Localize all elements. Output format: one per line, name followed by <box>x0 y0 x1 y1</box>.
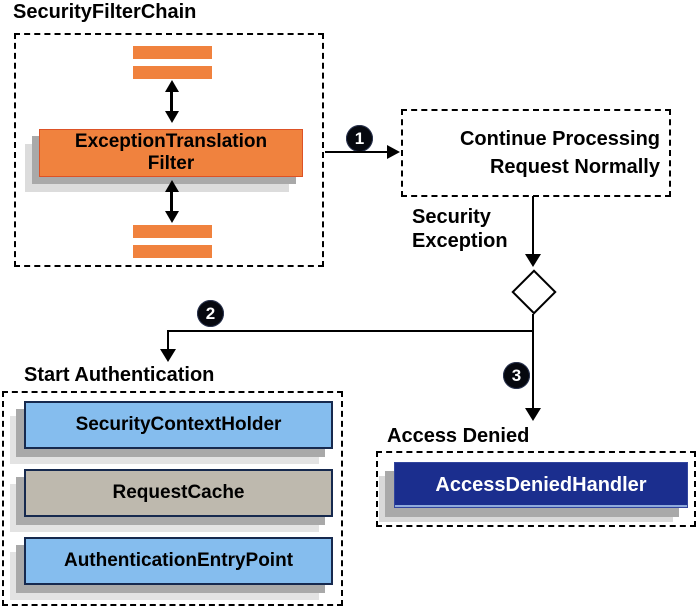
arrowhead-down-icon <box>525 254 541 267</box>
flow-line-branch-horizontal <box>167 330 534 332</box>
decision-diamond <box>511 269 557 315</box>
continue-line2: Request Normally <box>489 156 660 178</box>
start-authentication-box <box>2 391 343 606</box>
access-denied-box <box>376 451 696 527</box>
flow-line-step1 <box>325 151 388 153</box>
arrow-down-icon <box>165 211 179 223</box>
security-context-holder-label: SecurityContextHolder <box>75 414 282 435</box>
step-3-badge: 3 <box>503 362 530 389</box>
arrow-shaft <box>170 90 173 113</box>
exception-translation-filter-box: ExceptionTranslation Filter <box>39 129 303 177</box>
access-denied-title: Access Denied <box>387 425 530 447</box>
filter-chain-bar <box>133 245 212 258</box>
access-denied-handler-label: AccessDeniedHandler <box>435 473 647 496</box>
arrow-up-icon <box>165 180 179 192</box>
request-cache-box: RequestCache <box>24 469 333 517</box>
authentication-entry-point-label: AuthenticationEntryPoint <box>63 550 294 571</box>
start-authentication-title: Start Authentication <box>24 364 215 386</box>
flow-line-step2 <box>167 332 169 350</box>
request-cache-label: RequestCache <box>112 482 245 503</box>
filter-chain-bar <box>133 46 212 59</box>
arrow-up-icon <box>165 80 179 92</box>
step-2-badge: 2 <box>197 300 224 327</box>
continue-processing-box: Continue Processing Request Normally <box>401 109 671 197</box>
flow-line-security-exception <box>532 196 534 255</box>
arrowhead-right-icon <box>387 145 400 159</box>
security-exception-line2: Exception <box>412 230 508 252</box>
arrowhead-down-icon <box>525 408 541 421</box>
security-exception-label: Security Exception <box>412 205 508 253</box>
arrow-shaft <box>170 190 173 213</box>
flow-line-from-diamond <box>532 314 534 331</box>
step-1-badge: 1 <box>346 125 373 152</box>
flow-line-step3 <box>532 332 534 409</box>
arrow-down-icon <box>165 111 179 123</box>
continue-line1: Continue Processing <box>459 128 660 150</box>
access-denied-handler-box: AccessDeniedHandler <box>394 462 688 508</box>
security-exception-line1: Security <box>412 206 491 228</box>
filter-name-line2: Filter <box>147 153 195 174</box>
filter-name-line1: ExceptionTranslation <box>74 131 268 152</box>
filter-chain-bar <box>133 225 212 238</box>
arrowhead-down-icon <box>160 349 176 362</box>
security-context-holder-box: SecurityContextHolder <box>24 401 333 449</box>
security-filter-chain-box <box>14 33 324 267</box>
filter-chain-bar <box>133 66 212 79</box>
authentication-entry-point-box: AuthenticationEntryPoint <box>24 537 333 585</box>
security-filter-chain-title: SecurityFilterChain <box>13 1 197 23</box>
